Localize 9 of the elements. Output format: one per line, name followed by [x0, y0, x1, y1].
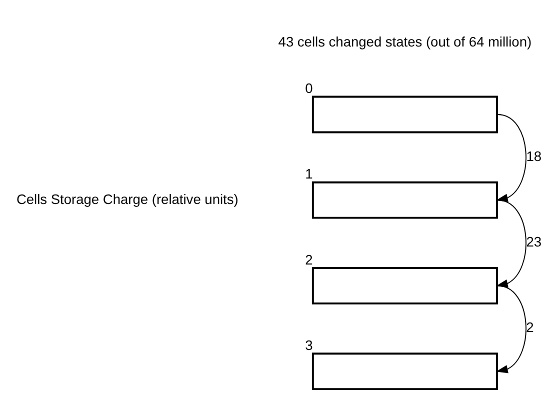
- node-label: 2: [305, 252, 313, 267]
- edge-label: 23: [526, 234, 542, 250]
- edge-label: 18: [526, 148, 542, 164]
- node-label: 0: [305, 80, 313, 96]
- node-label: 3: [305, 337, 313, 352]
- edge-label: 2: [526, 320, 534, 335]
- label: 43 cells changed states (out of 64 million): [278, 34, 532, 49]
- node-label: 1: [305, 166, 313, 182]
- label: Cells Storage Charge (relative units): [16, 191, 238, 206]
